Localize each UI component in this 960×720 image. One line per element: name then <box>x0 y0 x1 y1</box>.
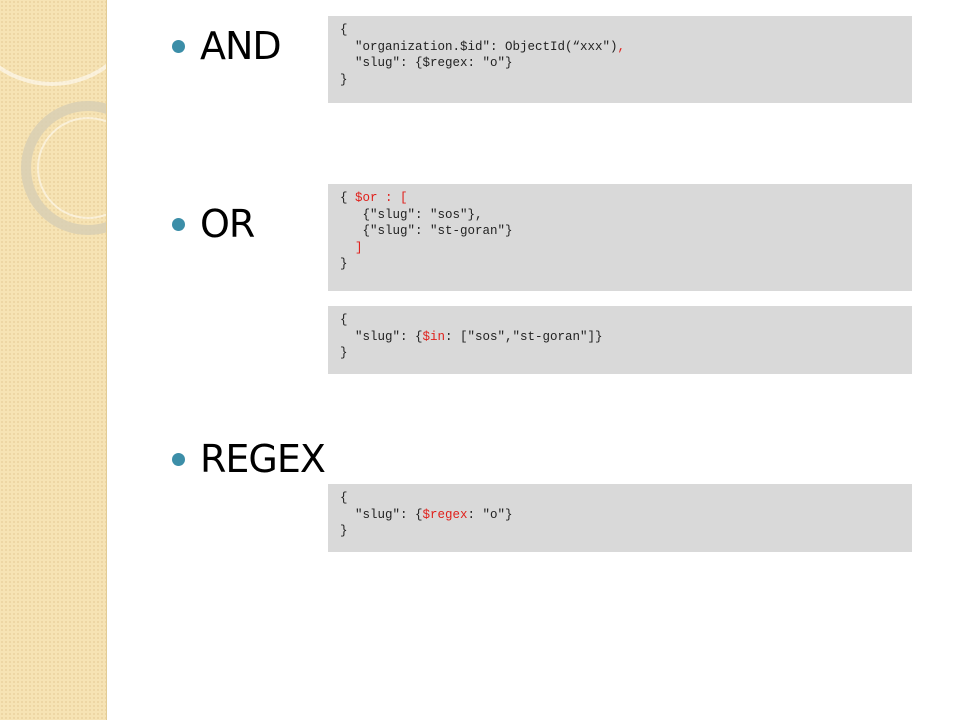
code-keyword: $regex <box>422 507 468 522</box>
code-line: { <box>340 491 348 505</box>
code-line: } <box>340 72 348 87</box>
bullet-label: REGEX <box>200 437 326 481</box>
code-line: { <box>340 313 348 327</box>
bullet-dot-icon <box>172 39 185 53</box>
code-line: { <box>340 23 348 37</box>
code-line: : "o"} <box>467 507 513 522</box>
code-block-or: { $or : [ {"slug": "sos"}, {"slug": "st-… <box>328 184 912 291</box>
code-keyword: $in <box>422 329 446 344</box>
bullet-dot-icon <box>172 217 185 231</box>
code-keyword: , <box>617 39 626 54</box>
bullet-label: OR <box>200 202 255 246</box>
bullet-dot-icon <box>172 452 185 466</box>
bullet-and: AND <box>172 24 282 68</box>
code-block-in: { "slug": {$in: ["sos","st-goran"]} } <box>328 306 912 374</box>
code-line: : ["sos","st-goran"]} <box>445 329 603 344</box>
code-line: } <box>340 257 348 271</box>
decorative-circles <box>0 63 106 235</box>
code-line: "slug": { <box>340 329 423 344</box>
code-line: } <box>340 524 348 538</box>
code-line: "organization.$id": ObjectId(“xxx") <box>340 39 618 54</box>
code-line: { <box>340 191 356 205</box>
decorative-sidebar <box>0 0 107 720</box>
code-line: } <box>340 346 348 360</box>
code-keyword: ] <box>340 240 363 255</box>
bullet-label: AND <box>200 24 282 68</box>
code-line: {"slug": "sos"}, <box>340 207 483 222</box>
code-line: {"slug": "st-goran"} <box>340 224 513 238</box>
code-line: "slug": { <box>340 507 423 522</box>
code-line: "slug": {$regex: "o"} <box>340 56 513 70</box>
bullet-regex: REGEX <box>172 437 326 481</box>
bullet-or: OR <box>172 202 255 246</box>
code-block-and: { "organization.$id": ObjectId(“xxx"), "… <box>328 16 912 103</box>
code-keyword: $or : [ <box>355 191 408 205</box>
code-block-regex: { "slug": {$regex: "o"} } <box>328 484 912 552</box>
